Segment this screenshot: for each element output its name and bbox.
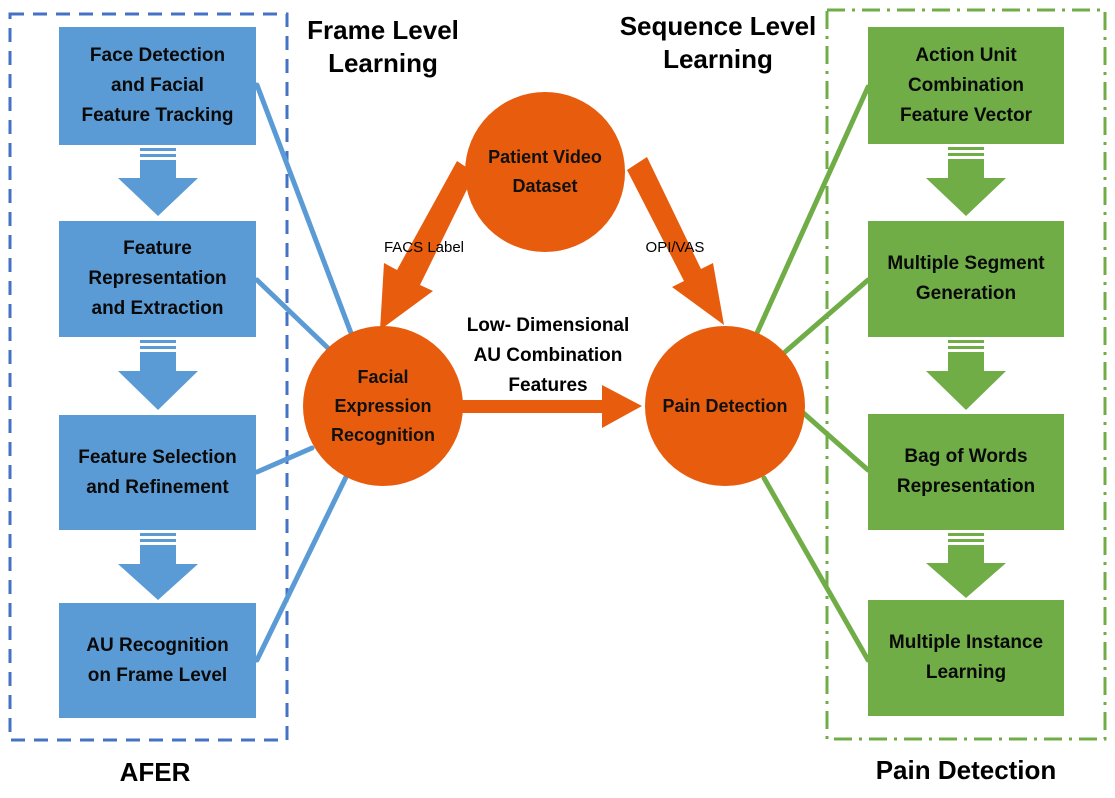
dataset-node-label: Patient Video Dataset xyxy=(465,112,625,232)
connector-afer-3 xyxy=(254,445,315,475)
afer-step-3-line-1: Feature Selection xyxy=(78,446,237,468)
pain-step-4-line-2: Learning xyxy=(925,662,1007,683)
afer-group-label-text: AFER xyxy=(119,757,191,787)
afer-group-label: AFER xyxy=(80,756,230,789)
connector-afer-1 xyxy=(254,82,354,336)
opi-vas-label-text: OPI/VAS xyxy=(645,239,705,256)
afer-step-4: AU Recognition on Frame Level xyxy=(59,603,256,718)
pain-node-label: Pain Detection xyxy=(645,346,805,466)
pain-step-box-4 xyxy=(868,600,1064,716)
frame-level-heading-line-2: Learning xyxy=(328,48,438,78)
fer-node-label: Facial Expression Recognition xyxy=(303,346,463,466)
features-label-line-2: AU Combination xyxy=(473,345,623,366)
pain-step-2: Multiple Segment Generation xyxy=(868,221,1064,337)
afer-step-2-line-3: and Extraction xyxy=(91,298,224,319)
fer-node-line-3: Recognition xyxy=(331,424,435,445)
pain-step-box-3 xyxy=(868,414,1064,530)
pain-step-3-line-1: Bag of Words xyxy=(904,446,1028,467)
afer-step-1-line-3: Feature Tracking xyxy=(81,105,234,126)
afer-connectors xyxy=(254,82,354,663)
frame-level-heading: Frame Level Learning xyxy=(285,14,481,80)
afer-step-1: Face Detection and Facial Feature Tracki… xyxy=(59,27,256,145)
connector-pain-2 xyxy=(782,277,871,355)
arrow-dataset-to-fer xyxy=(380,161,475,330)
pain-step-box-2 xyxy=(868,221,1064,337)
pain-step-2-line-1: Multiple Segment xyxy=(887,253,1045,274)
afer-down-arrows xyxy=(118,148,198,600)
sequence-level-heading: Sequence Level Learning xyxy=(598,10,838,76)
frame-level-heading-line-1: Frame Level xyxy=(307,15,459,45)
pain-node-line-1: Pain Detection xyxy=(662,395,788,416)
pain-step-2-line-2: Generation xyxy=(915,283,1017,304)
pain-step-1: Action Unit Combination Feature Vector xyxy=(868,27,1064,144)
arrow-dataset-to-pain xyxy=(627,157,724,325)
pain-step-3-line-2: Representation xyxy=(896,476,1036,497)
afer-step-1-line-2: and Facial xyxy=(111,75,204,96)
afer-step-3-line-2: and Refinement xyxy=(86,476,229,498)
afer-step-box-4 xyxy=(59,603,256,718)
afer-step-4-line-2: on Frame Level xyxy=(87,664,228,686)
afer-step-1-line-1: Face Detection xyxy=(89,45,226,66)
pain-down-arrows xyxy=(926,147,1006,598)
afer-step-box-1 xyxy=(59,27,256,145)
facs-label: FACS Label xyxy=(362,239,486,257)
afer-step-box-2 xyxy=(59,221,256,337)
pain-down-arrow-3 xyxy=(926,533,1006,598)
pain-group-label-text: Pain Detection xyxy=(875,755,1057,785)
pain-down-arrow-2 xyxy=(926,340,1006,410)
pain-down-arrow-1 xyxy=(926,147,1006,216)
fer-node xyxy=(303,326,463,486)
sequence-level-heading-line-1: Sequence Level xyxy=(619,11,817,41)
orange-arrows xyxy=(380,157,724,428)
pain-step-1-line-1: Action Unit xyxy=(915,44,1017,66)
pain-step-1-line-2: Combination xyxy=(907,74,1025,96)
fer-node-line-1: Facial xyxy=(357,366,409,387)
pain-connectors xyxy=(754,84,871,663)
afer-down-arrow-3 xyxy=(118,533,198,600)
arrow-fer-to-pain xyxy=(462,385,642,428)
facs-label-text: FACS Label xyxy=(383,239,465,256)
features-label-line-1: Low- Dimensional xyxy=(466,315,630,336)
pain-step-3: Bag of Words Representation xyxy=(868,414,1064,530)
connector-pain-3 xyxy=(797,407,871,473)
pain-step-1-line-3: Feature Vector xyxy=(900,104,1032,126)
afer-step-2-line-2: Representation xyxy=(88,268,227,289)
fer-node-line-2: Expression xyxy=(334,395,432,416)
afer-group-border xyxy=(8,12,289,742)
dataset-node-line-2: Dataset xyxy=(512,176,578,196)
features-label-line-3: Features xyxy=(508,375,588,396)
pain-step-4-line-1: Multiple Instance xyxy=(888,632,1044,653)
afer-step-3: Feature Selection and Refinement xyxy=(59,415,256,530)
dataset-node xyxy=(465,92,625,252)
pain-group-label: Pain Detection xyxy=(846,754,1086,787)
afer-step-2-line-1: Feature xyxy=(123,238,192,259)
pain-group-border xyxy=(825,8,1107,741)
pain-step-box-1 xyxy=(868,27,1064,144)
afer-step-box-3 xyxy=(59,415,256,530)
features-label: Low- Dimensional AU Combination Features xyxy=(428,311,668,401)
opi-vas-label: OPI/VAS xyxy=(620,239,730,257)
dataset-node-line-1: Patient Video xyxy=(488,147,602,167)
pain-node xyxy=(645,326,805,486)
connector-afer-4 xyxy=(254,472,350,663)
connector-pain-4 xyxy=(761,475,871,663)
afer-step-2: Feature Representation and Extraction xyxy=(59,221,256,337)
afer-down-arrow-1 xyxy=(118,148,198,216)
pain-step-4: Multiple Instance Learning xyxy=(868,600,1064,716)
connector-afer-2 xyxy=(254,277,333,353)
sequence-level-heading-line-2: Learning xyxy=(663,44,773,74)
afer-down-arrow-2 xyxy=(118,340,198,410)
connector-pain-1 xyxy=(754,84,871,336)
afer-step-4-line-1: AU Recognition xyxy=(86,634,229,656)
